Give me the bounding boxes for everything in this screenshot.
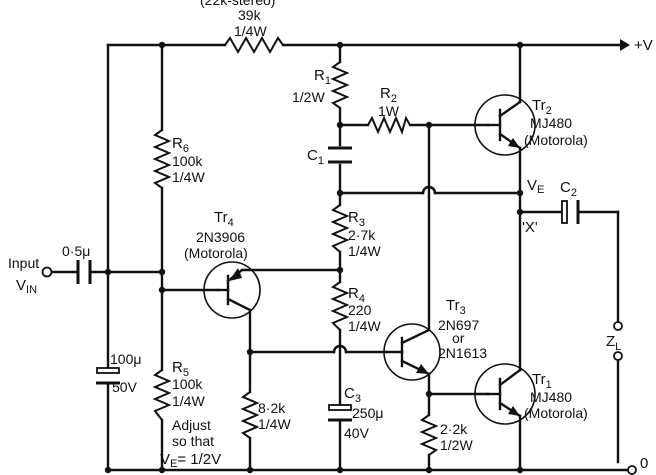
r2k2-value: 2·2k xyxy=(440,421,468,437)
tr4-name: Tr4 xyxy=(214,209,234,229)
tr2-maker: (Motorola) xyxy=(524,132,588,148)
junction-dot xyxy=(158,286,166,294)
c3-voltage: 40V xyxy=(344,425,370,441)
resistor-r1 xyxy=(330,61,350,109)
r6-name: R6 xyxy=(172,135,189,155)
junction-dot xyxy=(516,208,524,216)
r1-name: R1 xyxy=(314,67,331,87)
tr3-or: or xyxy=(452,330,465,346)
r8k2-value: 8·2k xyxy=(258,400,286,416)
r3-name: R3 xyxy=(348,209,365,229)
cap100-value: 100μ xyxy=(110,351,141,367)
input-cap-value: 0·5μ xyxy=(62,243,90,259)
r4-name: R4 xyxy=(348,285,365,305)
r2-value: 1W xyxy=(378,103,400,119)
ground-terminal xyxy=(627,465,637,475)
junction-dot xyxy=(158,268,166,276)
junction-dot xyxy=(336,121,344,129)
junction-dot xyxy=(158,41,166,49)
tr1-part: MJ480 xyxy=(530,389,572,405)
transistor-tr3 xyxy=(383,323,441,381)
wires xyxy=(50,39,630,472)
r5-name: R5 xyxy=(172,359,189,379)
junction-dot xyxy=(104,268,112,276)
resistor-top xyxy=(224,35,284,55)
capacitor-100u xyxy=(96,367,120,385)
c3-name: C3 xyxy=(344,385,361,405)
resistor-r2 xyxy=(367,115,411,135)
top-resistor-power: 1/4W xyxy=(234,23,267,39)
tr3-alt: 2N1613 xyxy=(438,345,487,361)
r6-value: 100k xyxy=(172,153,203,169)
c2-name: C2 xyxy=(560,179,577,199)
r1-value: 1/2W xyxy=(292,89,325,105)
transistor-tr4 xyxy=(203,261,261,319)
tr3-name: Tr3 xyxy=(446,297,466,317)
tr2-part: MJ480 xyxy=(530,115,572,131)
vin-label: VIN xyxy=(16,277,37,296)
capacitor-c3 xyxy=(328,404,352,422)
r2-name: R2 xyxy=(380,85,397,105)
adjust-note-line2: so that xyxy=(172,433,214,449)
capacitor-c1 xyxy=(328,146,352,164)
capacitor-c2 xyxy=(561,200,580,224)
node-x-label: 'X' xyxy=(522,219,538,236)
adjust-note-line1: Adjust xyxy=(172,417,211,433)
junction-dot xyxy=(246,466,254,474)
c1-name: C1 xyxy=(307,147,324,167)
resistor-r5 xyxy=(152,369,172,421)
supply-label: +V xyxy=(634,37,653,54)
junction-dot xyxy=(425,466,433,474)
tr4-part: 2N3906 xyxy=(196,229,245,245)
resistor-r4 xyxy=(330,281,350,331)
input-word: Input xyxy=(8,255,39,271)
ve-label: VE xyxy=(527,177,544,196)
junction-dot xyxy=(336,466,344,474)
capacitor-input xyxy=(76,260,92,284)
ground-label: 0 xyxy=(640,455,648,472)
junction-dot xyxy=(516,466,524,474)
junction-dot xyxy=(516,41,524,49)
resistor-r6 xyxy=(152,129,172,189)
tr3-part: 2N697 xyxy=(438,317,479,333)
junction-dot xyxy=(516,189,524,197)
junction-dot xyxy=(425,121,433,129)
junction-dot xyxy=(104,466,112,474)
zl-label: ZL xyxy=(606,333,621,353)
junction-dot xyxy=(246,348,254,356)
r6-power: 1/4W xyxy=(172,169,205,185)
r5-value: 100k xyxy=(172,376,203,392)
zl-terminal-bottom xyxy=(613,351,623,361)
tr1-name: Tr1 xyxy=(532,371,552,391)
tr1-maker: (Motorola) xyxy=(524,405,588,421)
resistor-r3 xyxy=(330,204,350,253)
r3-value: 2·7k xyxy=(348,227,376,243)
resistor-8k2 xyxy=(240,391,260,439)
r2k2-power: 1/2W xyxy=(440,437,473,453)
r4-value: 220 xyxy=(348,302,372,318)
junction-dot xyxy=(336,266,344,274)
top-resistor-note: (22k-stereo) xyxy=(200,0,275,8)
transistor-tr2 xyxy=(474,94,536,156)
tr4-maker: (Motorola) xyxy=(184,245,248,261)
adjust-note-line3: VE= 1/2V xyxy=(160,451,221,470)
resistor-2k2 xyxy=(419,414,439,456)
tr2-name: Tr2 xyxy=(532,97,552,117)
r3-power: 1/4W xyxy=(348,243,381,259)
transistor-tr1 xyxy=(474,363,536,425)
input-terminal xyxy=(41,266,53,278)
r4-power: 1/4W xyxy=(348,318,381,334)
junction-dot xyxy=(425,390,433,398)
r5-power: 1/4W xyxy=(172,393,205,409)
junction-dot xyxy=(336,41,344,49)
top-resistor-value: 39k xyxy=(238,7,262,23)
junction-dots xyxy=(104,41,524,474)
junction-dot xyxy=(336,189,344,197)
c3-value: 250μ xyxy=(352,405,383,421)
cap100-voltage: 50V xyxy=(112,379,138,395)
zl-terminal-top xyxy=(613,321,623,331)
r8k2-power: 1/4W xyxy=(258,416,291,432)
junction-dot xyxy=(158,466,166,474)
